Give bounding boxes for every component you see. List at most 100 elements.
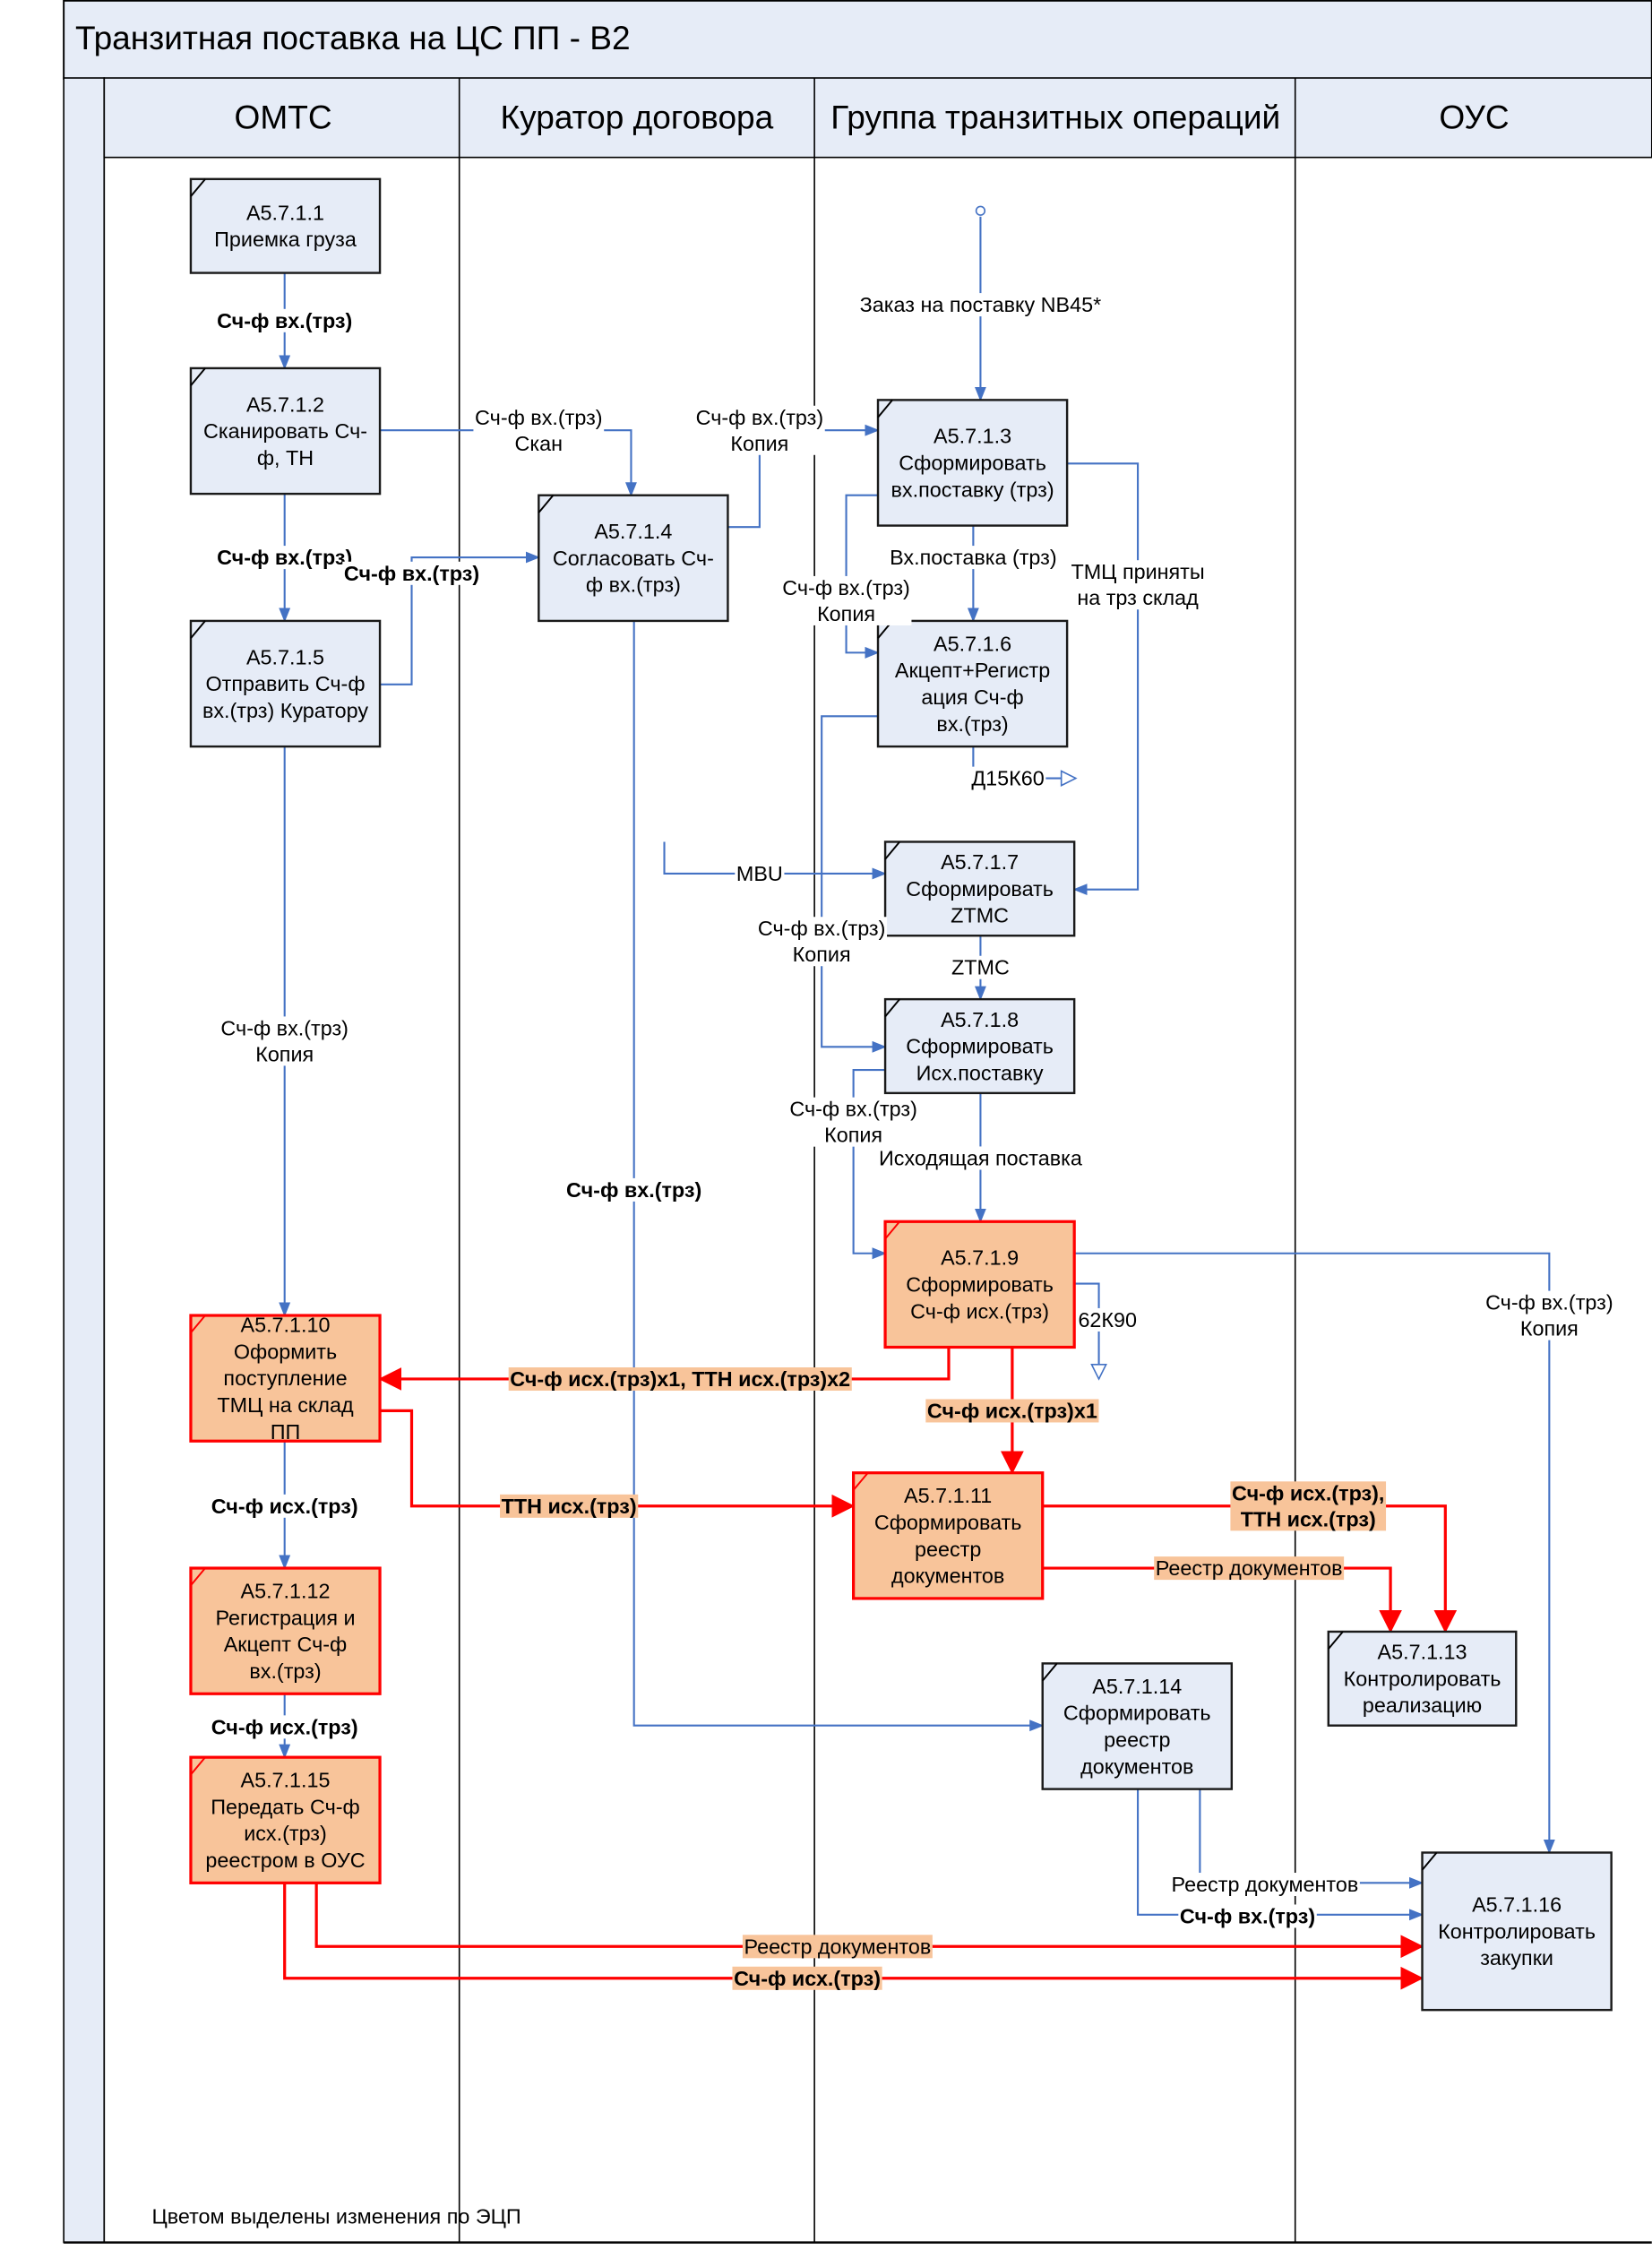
box-shape bbox=[876, 619, 1069, 748]
box-id: A5.7.1.3 bbox=[934, 425, 1011, 448]
label-background bbox=[1154, 1556, 1345, 1581]
red-flow-arrow bbox=[283, 1883, 1424, 1990]
box-shape bbox=[883, 1220, 1076, 1349]
box-shape bbox=[1041, 1662, 1234, 1790]
box-id: A5.7.1.16 bbox=[1472, 1893, 1562, 1917]
lane-omts: ОМТС bbox=[235, 98, 332, 135]
box-label: Сканировать Сч- bbox=[203, 419, 367, 443]
label-background bbox=[858, 293, 1103, 317]
box-label: Сч-ф исх.(трз) bbox=[910, 1299, 1049, 1323]
red-flow-arrow bbox=[314, 1883, 1424, 1959]
box-id: A5.7.1.9 bbox=[941, 1246, 1019, 1270]
flow-label-text: Сч-ф вх.(трз) bbox=[220, 1016, 348, 1039]
box-shape bbox=[189, 619, 382, 748]
flow-label-text: Сч-ф исх.(трз), bbox=[1232, 1481, 1384, 1504]
box-shape bbox=[189, 366, 382, 496]
flow-label: Реестр документов bbox=[1169, 1873, 1360, 1897]
label-background bbox=[1169, 1873, 1360, 1897]
flow-label-text: Сч-ф вх.(трз) bbox=[789, 1098, 917, 1121]
box-label: Сформировать bbox=[906, 877, 1054, 901]
label-background bbox=[780, 575, 912, 625]
flow-label: Д15К60 bbox=[969, 766, 1046, 790]
flow-label: Сч-ф вх.(трз)Копия bbox=[756, 917, 888, 967]
flow-label-text: ТМЦ приняты bbox=[1071, 560, 1204, 583]
box-label: Согласовать Сч- bbox=[553, 547, 714, 570]
flow-label: Сч-ф вх.(трз)Копия bbox=[780, 575, 912, 625]
label-background bbox=[508, 1367, 852, 1392]
flow-label-text: Сч-ф исх.(трз)x1, ТТН исх.(трз)x2 bbox=[510, 1367, 850, 1391]
label-background bbox=[473, 405, 605, 455]
flow-label-text: Сч-ф исх.(трз) bbox=[734, 1967, 881, 1990]
box-shape bbox=[189, 1755, 382, 1884]
flow-label: Сч-ф исх.(трз) bbox=[210, 1494, 360, 1518]
label-background bbox=[500, 1494, 639, 1518]
label-background bbox=[888, 546, 1059, 570]
flow-label: ТМЦ приняты на трз склад bbox=[1069, 560, 1207, 610]
flow-label-text: Копия bbox=[817, 602, 875, 625]
box-label: Сформировать bbox=[1063, 1702, 1211, 1725]
label-background bbox=[1178, 1904, 1317, 1928]
lane-header-row bbox=[103, 77, 1652, 159]
box-shape bbox=[876, 399, 1069, 527]
blue-flow-arrow bbox=[1199, 1789, 1424, 1889]
box-label: Регистрация и bbox=[215, 1606, 355, 1629]
label-background bbox=[1230, 1481, 1387, 1531]
box-label: ТМЦ на склад bbox=[217, 1393, 354, 1417]
label-background bbox=[1076, 1307, 1139, 1332]
flow-label-text: на трз склад bbox=[1077, 586, 1199, 609]
flow-label: Сч-ф вх.(трз) bbox=[342, 561, 481, 585]
flow-label: 62К90 bbox=[1076, 1307, 1139, 1332]
flow-label: Сч-ф вх.(трз) bbox=[215, 308, 354, 332]
corner-mark-icon bbox=[190, 1567, 206, 1587]
box-id: A5.7.1.15 bbox=[240, 1769, 330, 1792]
red-flow-arrow bbox=[380, 1409, 856, 1518]
blue-flow-arrow bbox=[1074, 1282, 1098, 1379]
flow-label-text: Исходящая поставка bbox=[879, 1146, 1082, 1169]
label-background bbox=[210, 1494, 360, 1518]
label-background bbox=[1069, 560, 1207, 610]
box-id: A5.7.1.10 bbox=[240, 1314, 330, 1337]
flow-label: Реестр документов bbox=[1154, 1556, 1345, 1581]
flow-label: Сч-ф вх.(трз)Копия bbox=[693, 405, 825, 455]
box-label: документов bbox=[1080, 1754, 1193, 1778]
flow-label-text: ZTMC bbox=[951, 956, 1010, 979]
start-point-icon bbox=[975, 205, 986, 216]
corner-mark-icon bbox=[884, 840, 900, 860]
flow-label: Реестр документов bbox=[742, 1935, 933, 1959]
flow-label: ZTMC bbox=[950, 955, 1011, 979]
flow-label-text: Сч-ф вх.(трз) bbox=[217, 309, 352, 332]
corner-mark-icon bbox=[1041, 1662, 1058, 1682]
box-label: вх.(трз) bbox=[936, 712, 1008, 736]
flow-label: Сч-ф вх.(трз) Копия bbox=[219, 1016, 350, 1066]
box-id: A5.7.1.8 bbox=[941, 1008, 1019, 1031]
blue-flow-arrow bbox=[845, 494, 880, 659]
box-shape bbox=[538, 494, 729, 623]
corner-mark-icon bbox=[190, 1756, 206, 1776]
corner-mark-icon bbox=[884, 1220, 900, 1240]
box-id: A5.7.1.6 bbox=[934, 632, 1011, 655]
box-id: A5.7.1.4 bbox=[594, 520, 672, 543]
corner-mark-icon bbox=[190, 178, 206, 197]
box-label: Оформить bbox=[234, 1340, 337, 1363]
flow-label: Сч-ф исх.(трз) bbox=[732, 1966, 882, 1990]
flow-label-text: Копия bbox=[255, 1042, 314, 1065]
box-label: Контролировать bbox=[1438, 1919, 1596, 1943]
blue-flow-arrow bbox=[852, 1069, 887, 1260]
